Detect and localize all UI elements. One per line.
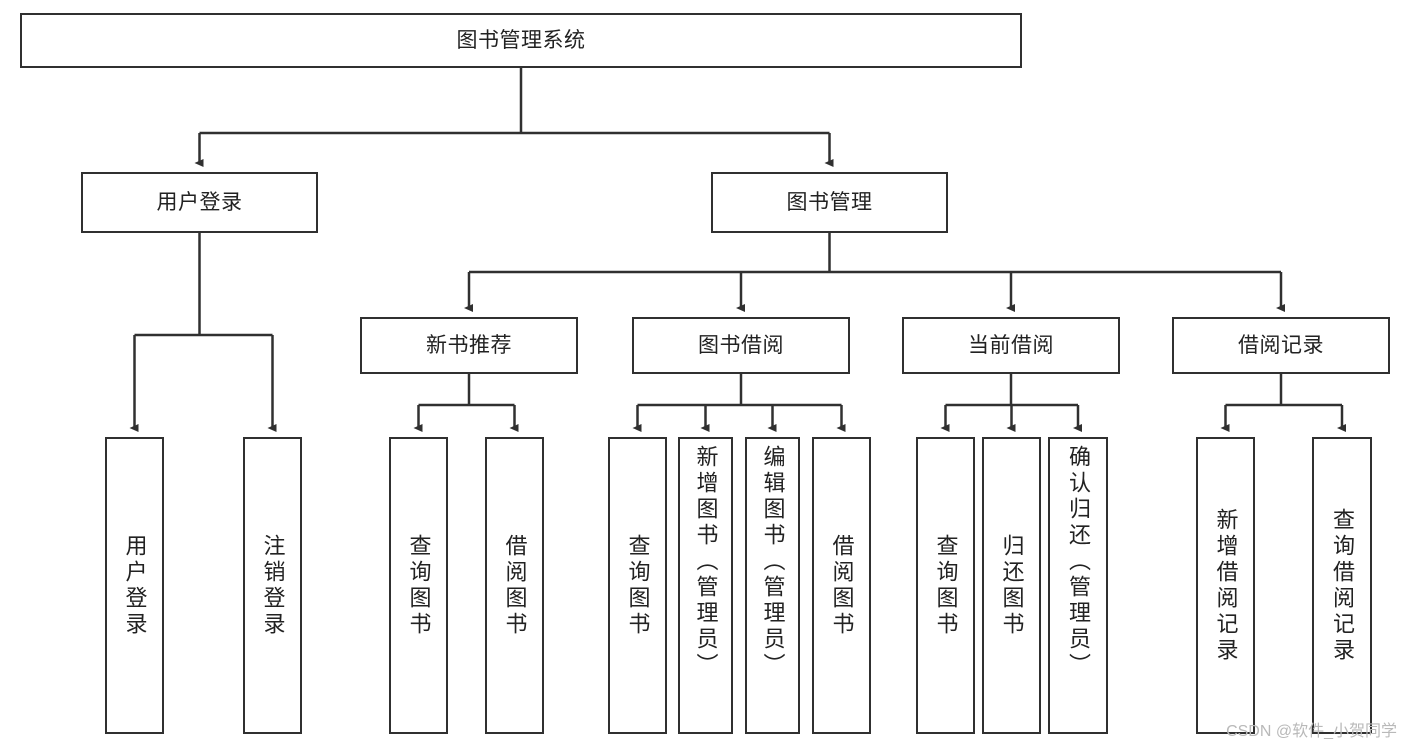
node-leaf-add-record[interactable]: 新增借阅记录	[1196, 437, 1255, 734]
node-leaf-query-book-1[interactable]: 查询图书	[389, 437, 448, 734]
node-root[interactable]: 图书管理系统	[20, 13, 1022, 68]
node-label-borrow-record: 借阅记录	[1238, 333, 1324, 357]
node-label-leaf-add-record: 新增借阅记录	[1213, 507, 1239, 664]
node-label-leaf-edit-book: 编辑图书（管理员）	[760, 445, 786, 679]
node-borrow-record[interactable]: 借阅记录	[1172, 317, 1390, 374]
node-label-leaf-return-book: 归还图书	[999, 533, 1025, 638]
node-leaf-confirm-return[interactable]: 确认归还（管理员）	[1048, 437, 1108, 734]
node-label-user-login: 用户登录	[156, 190, 243, 214]
node-label-leaf-add-book: 新增图书（管理员）	[693, 445, 719, 679]
node-book-manage[interactable]: 图书管理	[711, 172, 948, 233]
node-label-leaf-user-login: 用户登录	[122, 533, 148, 638]
node-leaf-user-logout[interactable]: 注销登录	[243, 437, 302, 734]
node-label-new-book-rec: 新书推荐	[426, 333, 512, 357]
node-leaf-user-login[interactable]: 用户登录	[105, 437, 164, 734]
node-label-leaf-query-book-3: 查询图书	[933, 533, 959, 638]
node-label-leaf-borrow-book-2: 借阅图书	[829, 533, 855, 638]
node-label-leaf-confirm-return: 确认归还（管理员）	[1066, 445, 1091, 679]
node-label-current-borrow: 当前借阅	[968, 333, 1054, 357]
node-label-root: 图书管理系统	[456, 28, 586, 52]
node-label-book-borrow: 图书借阅	[698, 333, 784, 357]
node-label-book-manage: 图书管理	[786, 190, 873, 214]
watermark-label: CSDN @软件_小贺同学	[1226, 723, 1397, 740]
node-new-book-rec[interactable]: 新书推荐	[360, 317, 578, 374]
edge-paths	[129, 68, 1346, 432]
node-current-borrow[interactable]: 当前借阅	[902, 317, 1120, 374]
node-book-borrow[interactable]: 图书借阅	[632, 317, 850, 374]
node-leaf-borrow-book-1[interactable]: 借阅图书	[485, 437, 544, 734]
node-leaf-add-book[interactable]: 新增图书（管理员）	[678, 437, 733, 734]
node-leaf-return-book[interactable]: 归还图书	[982, 437, 1041, 734]
node-leaf-query-book-3[interactable]: 查询图书	[916, 437, 975, 734]
node-label-leaf-query-record: 查询借阅记录	[1330, 507, 1355, 664]
node-user-login[interactable]: 用户登录	[81, 172, 318, 233]
node-label-leaf-query-book-1: 查询图书	[406, 533, 432, 638]
node-label-leaf-borrow-book-1: 借阅图书	[502, 533, 528, 638]
node-label-leaf-query-book-2: 查询图书	[625, 533, 651, 638]
node-leaf-borrow-book-2[interactable]: 借阅图书	[812, 437, 871, 734]
node-leaf-query-record[interactable]: 查询借阅记录	[1312, 437, 1372, 734]
node-leaf-query-book-2[interactable]: 查询图书	[608, 437, 667, 734]
node-label-leaf-user-logout: 注销登录	[260, 533, 286, 638]
node-leaf-edit-book[interactable]: 编辑图书（管理员）	[745, 437, 800, 734]
